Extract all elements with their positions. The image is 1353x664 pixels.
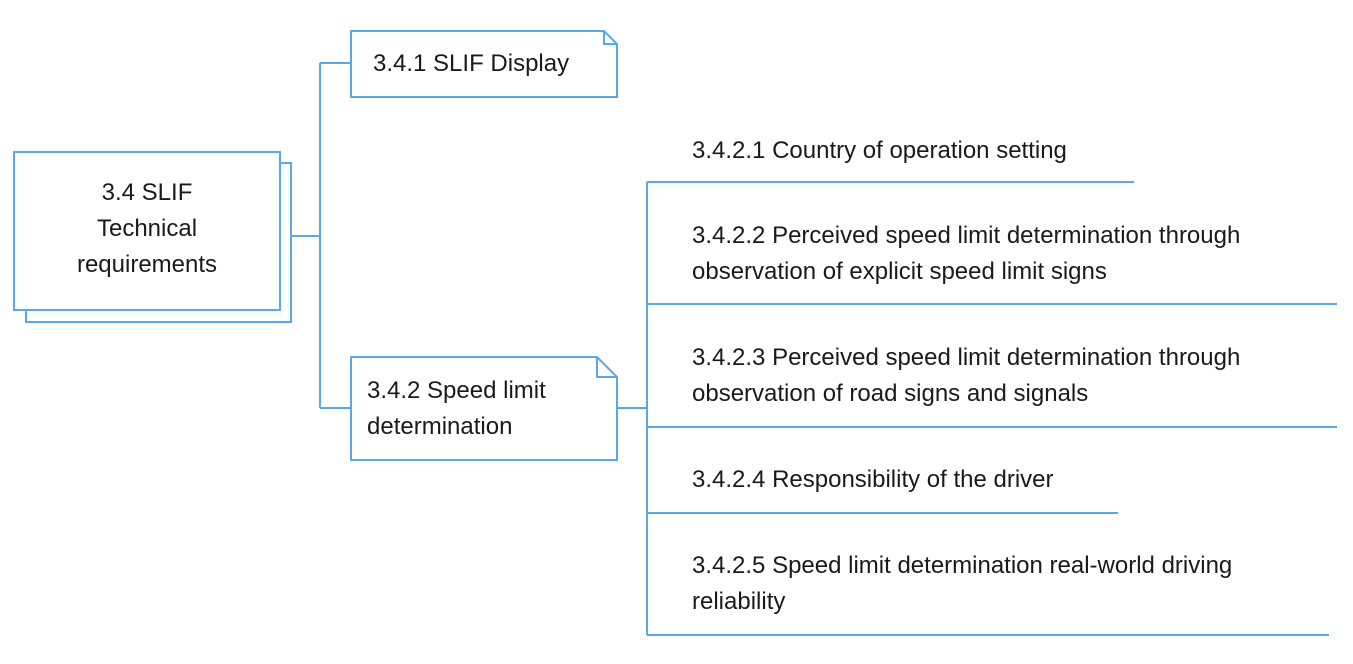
leaf-node-4: 3.4.2.4 Responsibility of the driver: [692, 462, 1054, 498]
leaf-node-5: 3.4.2.5 Speed limit determination real-w…: [692, 548, 1232, 620]
leaf-node-line: observation of road signs and signals: [692, 380, 1089, 407]
leaf-node-1: 3.4.2.1 Country of operation setting: [692, 133, 1067, 169]
branch-node-box-display: [350, 30, 618, 98]
leaf-node-line: 3.4.2.1 Country of operation setting: [692, 137, 1067, 164]
leaf-node-3: 3.4.2.3 Perceived speed limit determinat…: [692, 340, 1240, 412]
root-node-line: Technical: [96, 215, 198, 242]
leaf-node-line: 3.4.2.3 Perceived speed limit determinat…: [692, 344, 1241, 371]
branch-node-speed-limit: 3.4.2 Speed limit determination: [367, 373, 546, 445]
branch-node-line: 3.4.2 Speed limit: [367, 377, 546, 404]
branch-node-box-speed: [350, 356, 618, 461]
leaf-node-line: 3.4.2.2 Perceived speed limit determinat…: [692, 222, 1241, 249]
root-node-label: 3.4 SLIF Technical requirements: [14, 175, 280, 283]
leaf-node-line: observation of explicit speed limit sign…: [692, 258, 1107, 285]
connector-branch-to-leaves: [618, 182, 648, 635]
leaf-node-line: reliability: [692, 588, 786, 615]
leaf-node-line: 3.4.2.4 Responsibility of the driver: [692, 466, 1054, 493]
branch-node-display: 3.4.1 SLIF Display: [373, 46, 569, 82]
branch-node-line: 3.4.1 SLIF Display: [373, 50, 570, 77]
connector-root-to-branches: [291, 62, 350, 409]
branch-node-line: determination: [367, 413, 513, 440]
root-node-box: [13, 151, 281, 311]
root-node-line: requirements: [76, 251, 218, 278]
leaf-node-2: 3.4.2.2 Perceived speed limit determinat…: [692, 218, 1240, 290]
leaf-node-line: 3.4.2.5 Speed limit determination real-w…: [692, 552, 1233, 579]
root-node-line: 3.4 SLIF: [101, 179, 193, 206]
